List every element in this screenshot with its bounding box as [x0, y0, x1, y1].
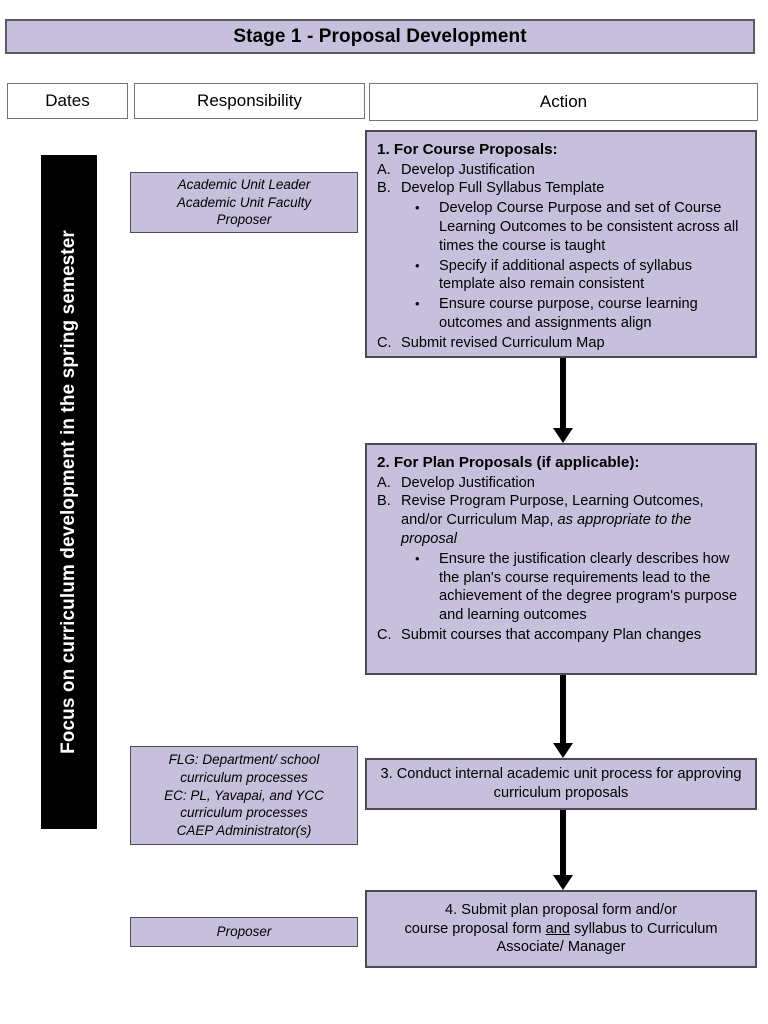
action-box-4-line1: 4. Submit plan proposal form and/or	[444, 901, 677, 918]
dates-vertical-banner: Focus on curriculum development in the s…	[41, 155, 97, 829]
bullet-icon: •	[415, 296, 420, 312]
arrow-head-icon	[553, 428, 573, 443]
column-header-dates: Dates	[7, 83, 128, 119]
action-box-2-item-c: C. Submit courses that accompany Plan ch…	[377, 626, 745, 645]
stage-title-banner: Stage 1 - Proposal Development	[5, 19, 755, 54]
action-box-3-text: 3. Conduct internal academic unit proces…	[380, 766, 742, 801]
action-box-1-heading: 1. For Course Proposals:	[377, 141, 558, 158]
list-text: Submit revised Curriculum Map	[401, 334, 605, 351]
column-header-action: Action	[369, 83, 758, 121]
action-box-1: 1. For Course Proposals: A. Develop Just…	[365, 130, 757, 358]
page-title: Stage 1 - Proposal Development	[233, 25, 527, 47]
list-marker: C.	[377, 627, 392, 644]
action-box-2-heading: 2. For Plan Proposals (if applicable):	[377, 454, 640, 471]
action-box-1-item-b: B. Develop Full Syllabus Template	[377, 179, 745, 198]
action-box-2: 2. For Plan Proposals (if applicable): A…	[365, 443, 757, 675]
action-box-1-item-a: A. Develop Justification	[377, 161, 745, 180]
action-box-4-line2-pre: course proposal form	[404, 920, 546, 937]
action-box-4-line3: Associate/ Manager	[496, 939, 626, 956]
list-text: Develop Justification	[401, 161, 535, 178]
responsibility-line: Proposer	[216, 924, 272, 940]
action-box-1-item-c: C. Submit revised Curriculum Map	[377, 334, 745, 353]
list-text-plain: Revise Program Purpose, Learning Outcome…	[401, 493, 704, 529]
column-header-responsibility: Responsibility	[134, 83, 365, 119]
responsibility-line: curriculum processes	[180, 805, 308, 821]
bullet-text: Specify if additional aspects of syllabu…	[439, 257, 693, 293]
list-text: Develop Justification	[401, 474, 535, 491]
responsibility-line: curriculum processes	[180, 769, 308, 785]
bullet-text: Ensure course purpose, course learning o…	[439, 296, 698, 332]
action-box-4-line2-underlined: and	[545, 920, 570, 937]
list-marker: B.	[377, 180, 391, 197]
action-box-1-bullet-1: • Develop Course Purpose and set of Cour…	[415, 199, 745, 255]
bullet-icon: •	[415, 550, 420, 566]
responsibility-box-1: Academic Unit Leader Academic Unit Facul…	[130, 172, 358, 233]
dates-vertical-banner-label: Focus on curriculum development in the s…	[58, 230, 80, 754]
list-text: Revise Program Purpose, Learning Outcome…	[401, 492, 745, 548]
column-header-responsibility-label: Responsibility	[197, 91, 302, 110]
column-header-dates-label: Dates	[45, 91, 90, 110]
list-marker: C.	[377, 334, 392, 351]
action-box-2-item-a: A. Develop Justification	[377, 474, 745, 493]
action-box-4-line2-post: syllabus to Curriculum	[569, 920, 718, 937]
responsibility-line: Proposer	[216, 212, 272, 228]
responsibility-box-2: FLG: Department/ school curriculum proce…	[130, 746, 358, 845]
action-box-4-text: 4. Submit plan proposal form and/or cours…	[404, 901, 717, 957]
arrow-box3-to-box4	[553, 810, 573, 890]
list-text: Develop Full Syllabus Template	[401, 180, 605, 197]
column-header-action-label: Action	[539, 92, 588, 111]
action-box-3: 3. Conduct internal academic unit proces…	[365, 758, 757, 810]
action-box-2-item-b: B. Revise Program Purpose, Learning Outc…	[377, 492, 745, 548]
bullet-text: Ensure the justification clearly describ…	[439, 550, 738, 624]
responsibility-box-3: Proposer	[130, 917, 358, 947]
arrow-shaft	[560, 810, 566, 877]
responsibility-line: Academic Unit Leader	[177, 176, 311, 192]
list-marker: A.	[377, 161, 391, 178]
responsibility-line: Academic Unit Faculty	[176, 194, 312, 210]
list-text-italic: as appropriate to the proposal	[401, 512, 692, 548]
responsibility-line: EC: PL, Yavapai, and YCC	[164, 787, 324, 803]
responsibility-line: CAEP Administrator(s)	[176, 823, 312, 839]
bullet-icon: •	[415, 200, 420, 216]
bullet-icon: •	[415, 257, 420, 273]
list-marker: A.	[377, 474, 391, 491]
arrow-box1-to-box2	[553, 358, 573, 443]
action-box-1-bullet-2: • Specify if additional aspects of sylla…	[415, 257, 745, 295]
action-box-1-bullet-3: • Ensure course purpose, course learning…	[415, 295, 745, 333]
list-text: Submit courses that accompany Plan chang…	[401, 627, 702, 644]
list-marker: B.	[377, 493, 391, 510]
arrow-box2-to-box3	[553, 675, 573, 758]
action-box-2-bullet-1: • Ensure the justification clearly descr…	[415, 550, 745, 625]
arrow-head-icon	[553, 875, 573, 890]
bullet-text: Develop Course Purpose and set of Course…	[439, 200, 739, 254]
responsibility-line: FLG: Department/ school	[168, 751, 320, 767]
arrow-shaft	[560, 675, 566, 745]
arrow-shaft	[560, 358, 566, 430]
action-box-4: 4. Submit plan proposal form and/or cours…	[365, 890, 757, 968]
arrow-head-icon	[553, 743, 573, 758]
